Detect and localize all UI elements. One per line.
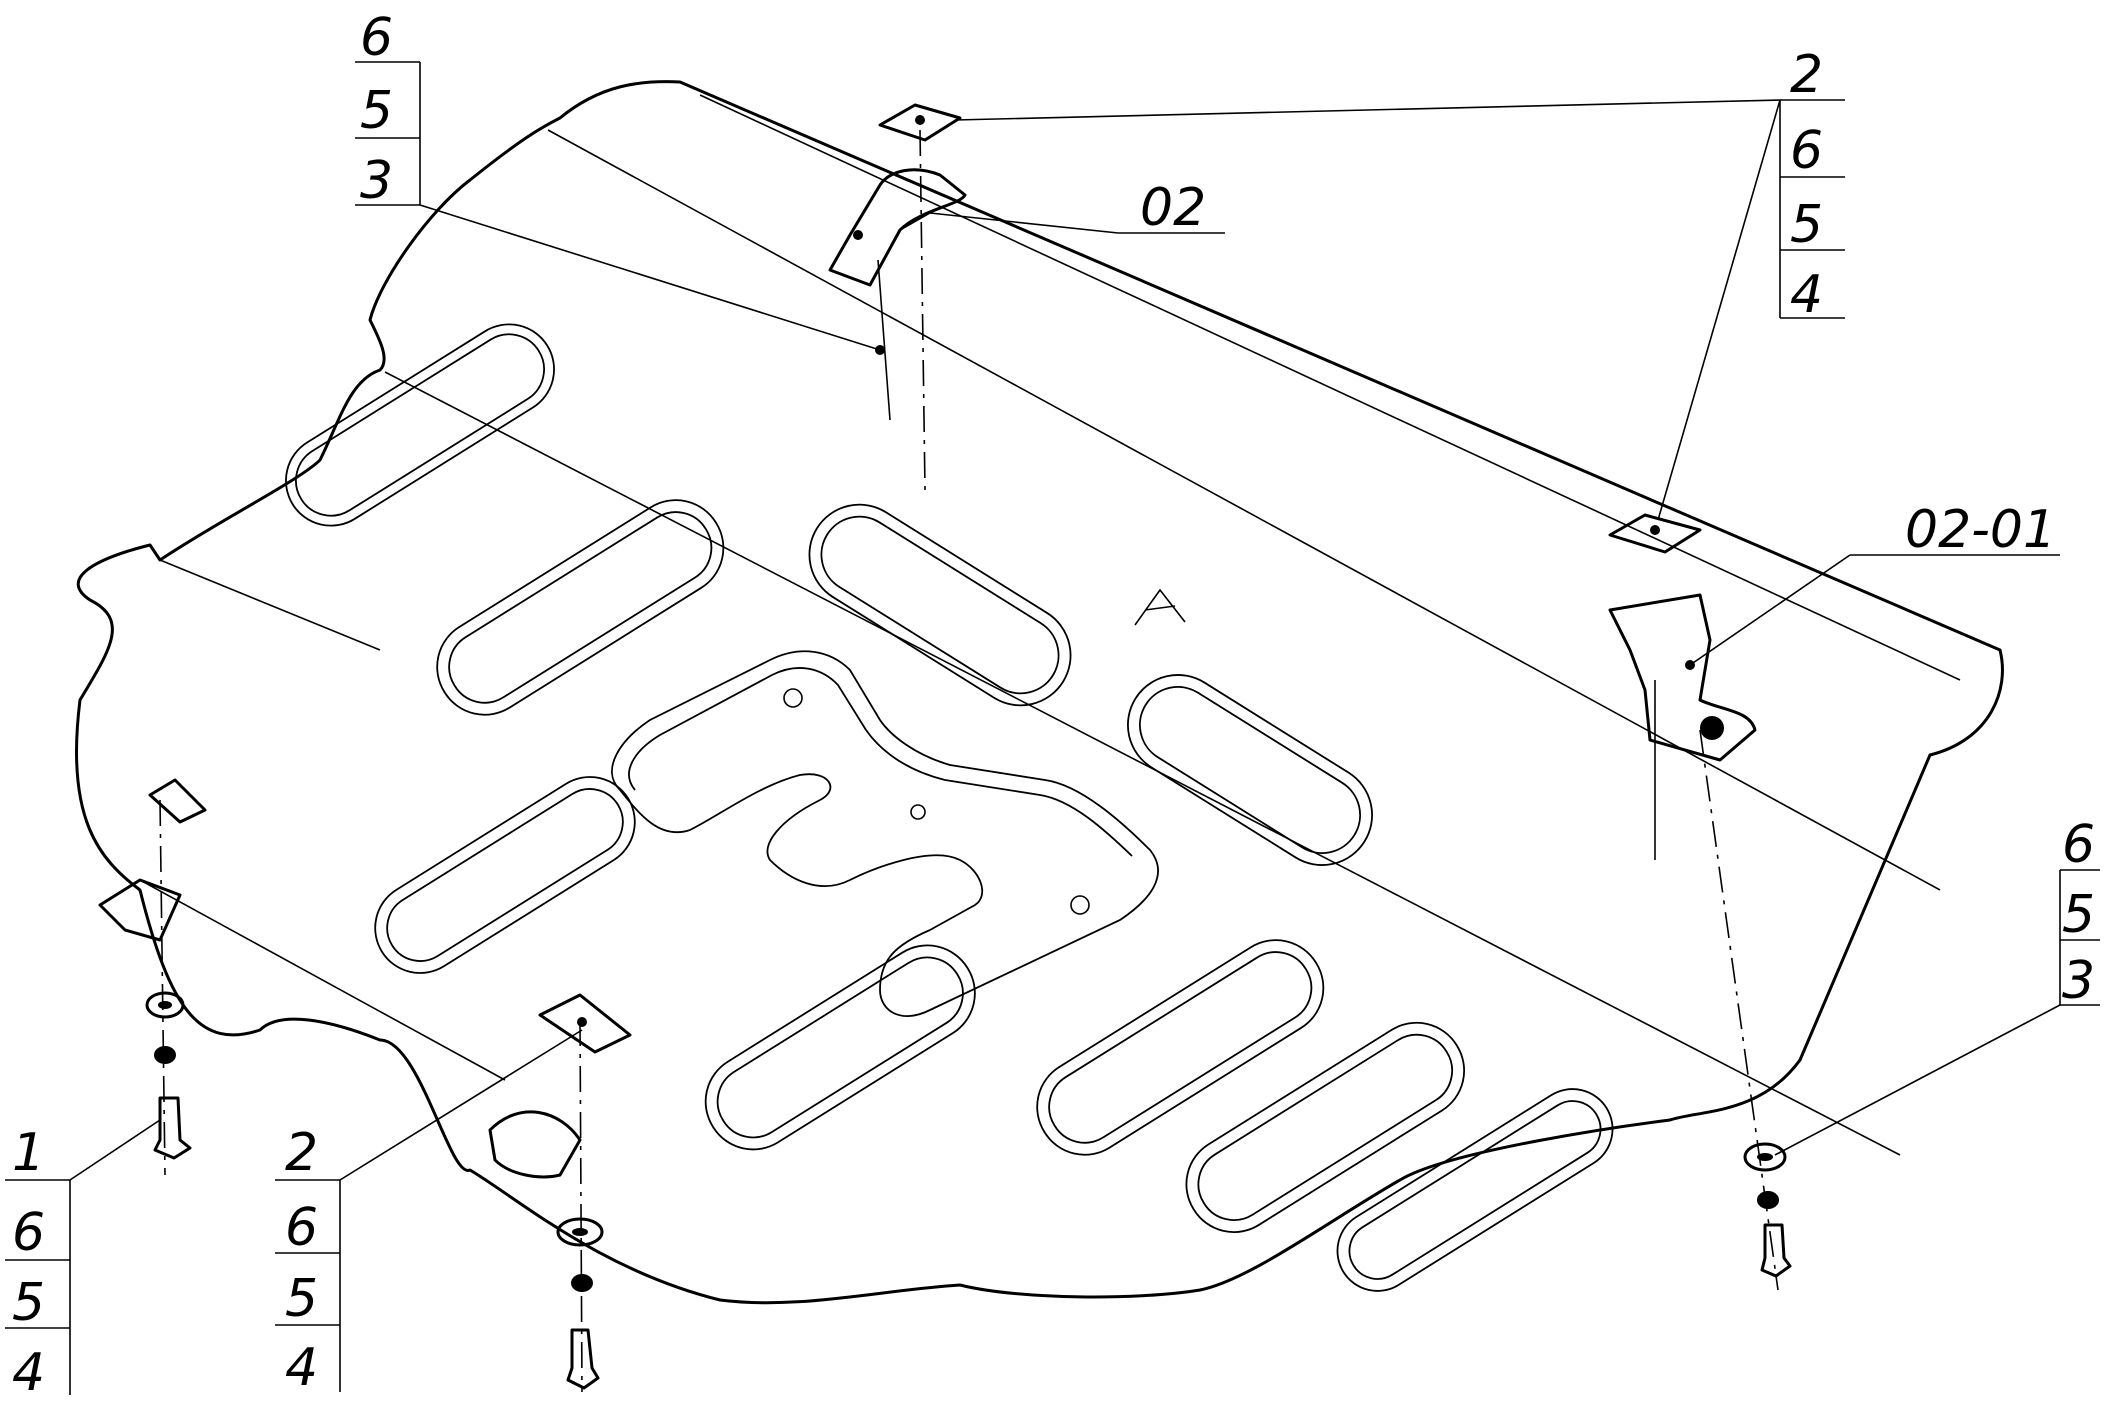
callout-text: 5 bbox=[1790, 195, 1823, 255]
bracket-bottom-left bbox=[98, 878, 582, 1179]
callout-text: 4 bbox=[12, 1343, 45, 1403]
callout-text: 4 bbox=[1790, 265, 1823, 325]
callout-text: 4 bbox=[285, 1338, 318, 1398]
skid-plate bbox=[75, 80, 2004, 1305]
axis-line-bracket bbox=[877, 259, 891, 421]
callout-text: 2 bbox=[1790, 45, 1823, 105]
callout-text: 6 bbox=[1790, 121, 1823, 181]
fastener-stack-middle bbox=[556, 1019, 604, 1393]
bracket-top bbox=[828, 168, 967, 287]
callout-text: 02 bbox=[1140, 178, 1206, 238]
callout-text: 3 bbox=[2062, 951, 2095, 1011]
callout-top-left: 6 5 3 bbox=[355, 8, 421, 211]
fastener-stack-right bbox=[1699, 729, 1792, 1291]
callout-bottom-middle: 2 6 5 4 bbox=[275, 1123, 341, 1398]
callout-bracket-top: 02 bbox=[1118, 178, 1225, 238]
callout-text: 6 bbox=[360, 8, 393, 68]
callout-right: 6 5 3 bbox=[2059, 815, 2100, 1011]
callout-text: 6 bbox=[12, 1203, 45, 1263]
small-plates bbox=[148, 103, 1702, 1054]
fastener-stack-left bbox=[145, 799, 192, 1176]
callout-bottom-left: 1 6 5 4 bbox=[5, 1123, 71, 1403]
callout-text: 6 bbox=[2062, 815, 2095, 875]
callout-bracket-right: 02-01 bbox=[1850, 500, 2060, 560]
callout-text: 5 bbox=[2062, 885, 2095, 945]
callout-text: 6 bbox=[285, 1198, 318, 1258]
callout-text: 1 bbox=[12, 1123, 45, 1183]
callout-text: 2 bbox=[285, 1123, 318, 1183]
axis-line-top bbox=[919, 129, 926, 491]
callout-text: 5 bbox=[12, 1273, 45, 1333]
callout-text: 3 bbox=[360, 151, 393, 211]
callout-text: 5 bbox=[360, 81, 393, 141]
callout-top-right: 2 6 5 4 bbox=[1779, 45, 1845, 325]
leader-lines bbox=[69, 99, 2061, 1181]
callout-text: 02-01 bbox=[1905, 500, 2056, 560]
callout-text: 5 bbox=[285, 1269, 318, 1329]
plate-cutouts bbox=[285, 323, 1614, 1292]
bracket-right bbox=[1608, 593, 1757, 762]
